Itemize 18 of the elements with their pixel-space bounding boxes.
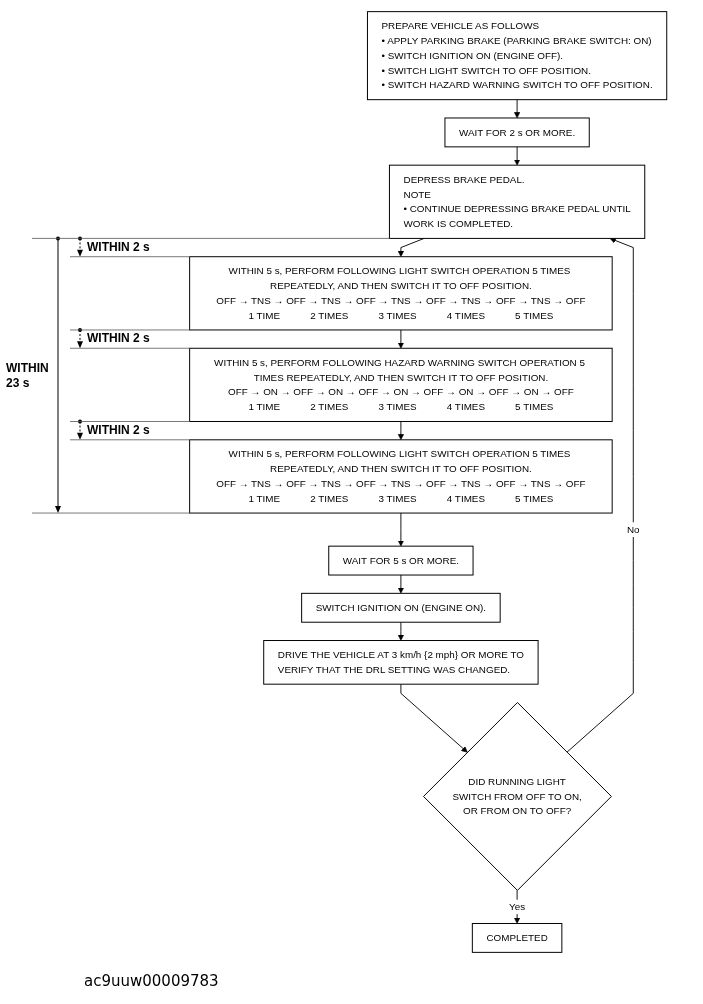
node-box: WAIT FOR 2 s OR MORE. [444, 117, 591, 148]
node-box: WITHIN 5 s, PERFORM FOLLOWING LIGHT SWITCH OPERATION 5 TIMES REPEATEDLY, AND THEN SWITCH IT TO OFF POSITION. OFF → TNS → OFF → TNS → OFF → TNS → OFF → TNS → OFF → TNS → OFF 1 TIME 2 TIMES 3 TIMES 4 TIMES 5 TIMES [189, 256, 613, 331]
duration-label: WITHIN 2 s [87, 422, 150, 438]
edge-label: Yes [509, 900, 526, 913]
node-box: WITHIN 5 s, PERFORM FOLLOWING LIGHT SWITCH OPERATION 5 TIMES REPEATEDLY, AND THEN SWITCH IT TO OFF POSITION. OFF → TNS → OFF → TNS → OFF → TNS → OFF → TNS → OFF → TNS → OFF 1 TIME 2 TIMES 3 TIMES 4 TIMES 5 TIMES [189, 439, 613, 514]
edge-label: No [627, 523, 640, 535]
duration-label: WITHIN 23 s [6, 360, 50, 391]
figure-caption: ac9uuw00009783 [84, 972, 219, 990]
duration-label: WITHIN 2 s [87, 331, 150, 347]
node-box: WITHIN 5 s, PERFORM FOLLOWING HAZARD WARNING SWITCH OPERATION 5 TIMES REPEATEDLY, AND THEN SWITCH IT TO OFF POSITION. OFF → ON → OFF → ON → OFF → ON → OFF → ON → OFF → ON → OFF 1 TIME 2 TIMES 3 TIMES 4 TIMES 5 TIMES [189, 347, 613, 422]
node-box: DRIVE THE VEHICLE AT 3 km/h {2 mph} OR MORE TO VERIFY THAT THE DRL SETTING WAS CHANGED. [263, 640, 539, 685]
node-box: WAIT FOR 5 s OR MORE. [328, 545, 474, 576]
node-box: PREPARE VEHICLE AS FOLLOWS • APPLY PARKING BRAKE (PARKING BRAKE SWITCH: ON) • SWITCH IGNITION ON (ENGINE OFF). • SWITCH LIGHT SWITCH TO OFF POSITION. • SWITCH HAZARD WARNING SWITCH TO OFF POSITION. [367, 11, 668, 101]
node-diamond: DID RUNNING LIGHT SWITCH FROM OFF TO ON, OR FROM ON TO OFF? [423, 702, 613, 891]
node-box: DEPRESS BRAKE PEDAL. NOTE • CONTINUE DEPRESSING BRAKE PEDAL UNTIL WORK IS COMPLETED. [389, 164, 646, 239]
duration-label: WITHIN 2 s [87, 239, 150, 255]
node-box: SWITCH IGNITION ON (ENGINE ON). [301, 592, 501, 623]
node-box: COMPLETED [472, 923, 563, 953]
